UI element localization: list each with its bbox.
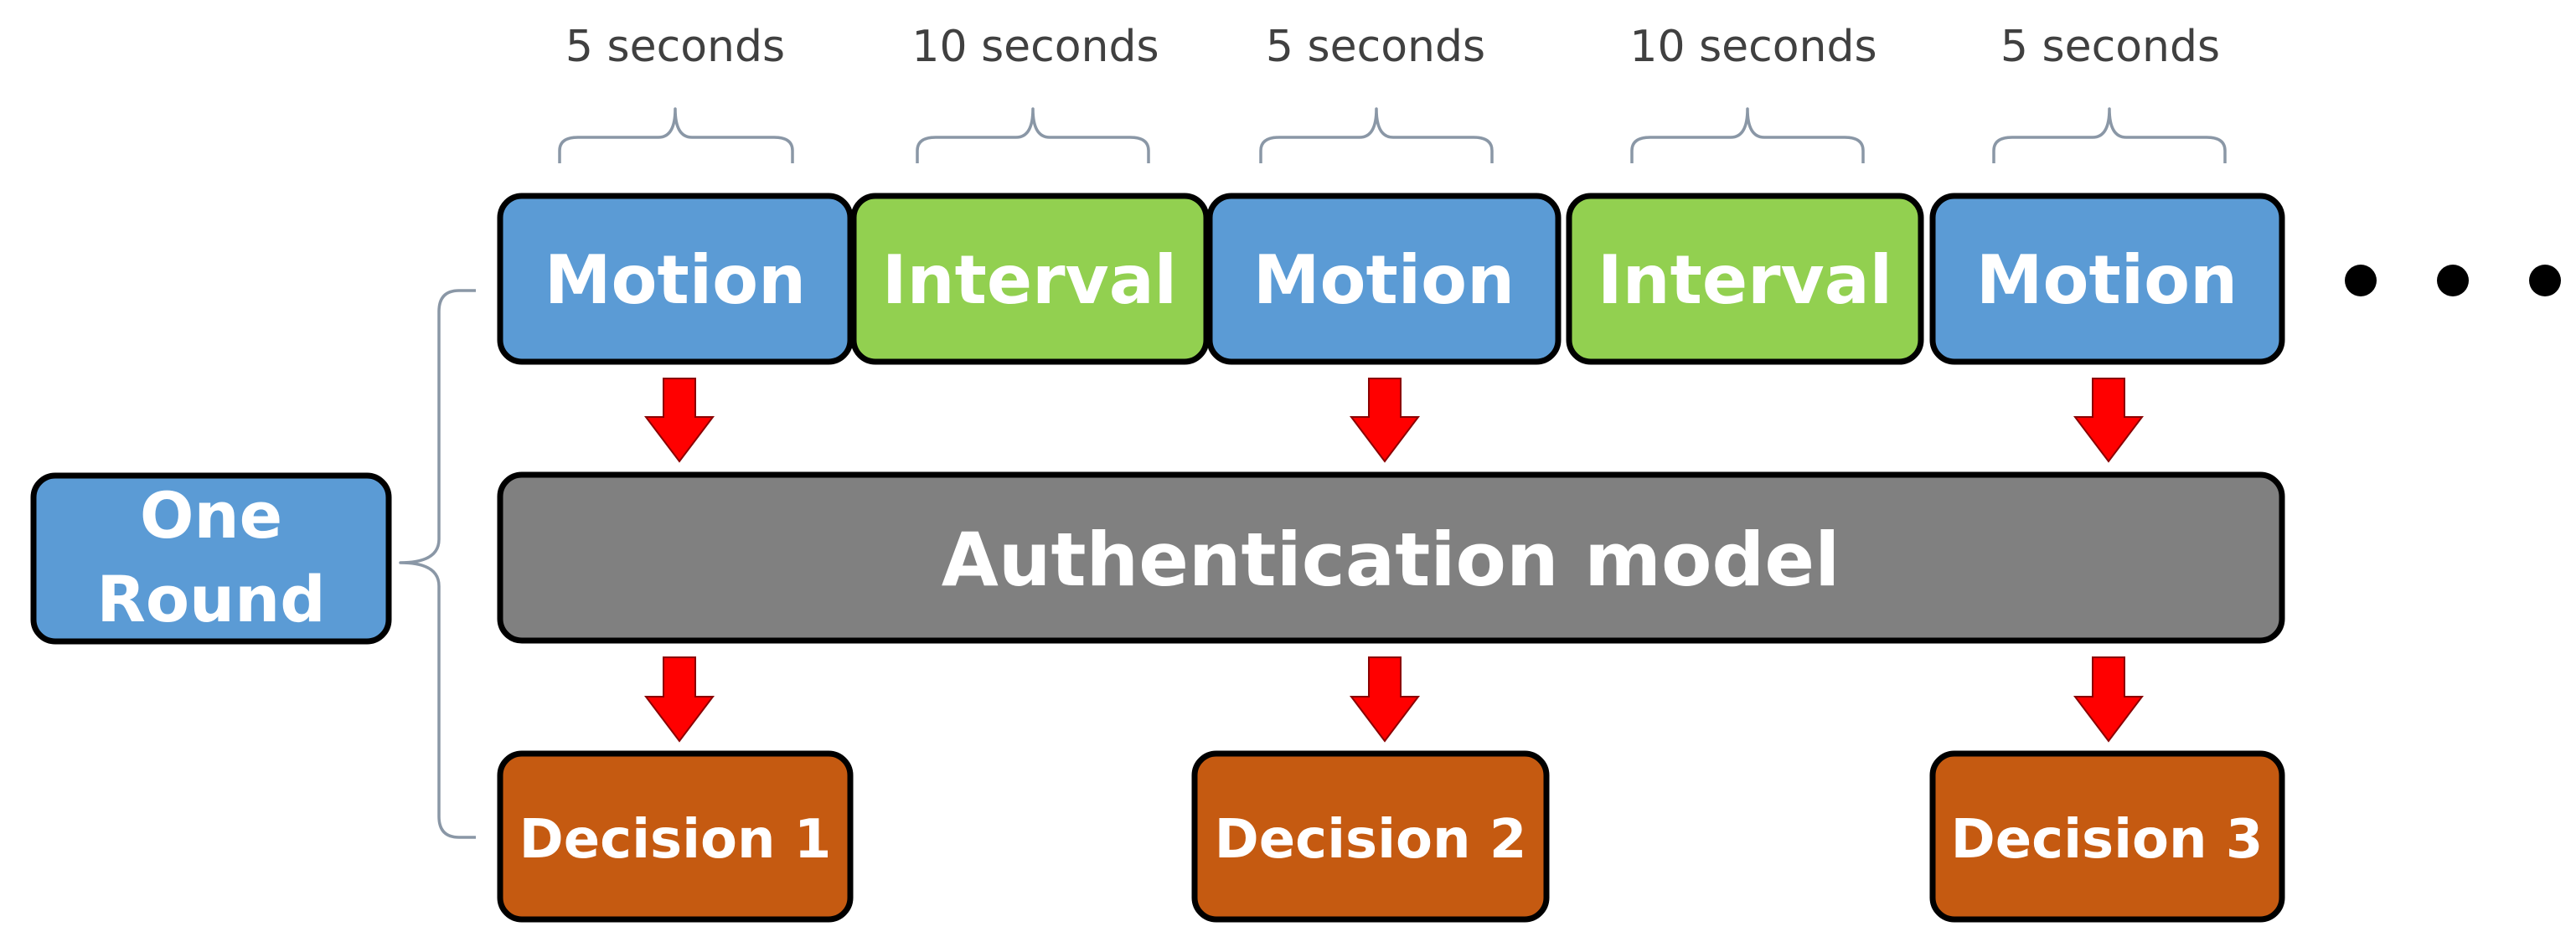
down-arrow-icon [643,378,715,463]
segment-label-interval-1: Interval [882,241,1177,319]
segment-box-motion-1 [497,193,854,365]
segment-box-motion-3 [1929,193,2285,365]
segment-box-motion-2 [1206,193,1562,365]
decision-box-2 [1191,750,1550,923]
duration-label-3: 5 seconds [1266,22,1485,72]
decision-label-3: Decision 3 [1951,809,2264,871]
authentication-model-label: Authentication model [942,517,1840,603]
decision-label-1: Decision 1 [519,809,832,871]
segment-label-interval-2: Interval [1598,241,1892,319]
duration-braces [558,107,2227,163]
down-arrow-icon [1349,378,1421,463]
segment-box-interval-2 [1566,193,1924,365]
down-arrow-icon [643,656,715,743]
segment-label-motion-2: Motion [1253,241,1515,319]
duration-brace-5 [1992,107,2227,163]
authentication-model-box [497,471,2285,644]
segment-label-motion-1: Motion [545,241,806,319]
down-arrows-to-model [643,378,2145,463]
one-round-box [30,472,392,645]
duration-label-1: 5 seconds [565,22,785,72]
down-arrow-icon [1349,656,1421,743]
decision-label-2: Decision 2 [1215,809,1527,871]
ellipsis-dots-icon [2345,265,2561,296]
down-arrows-to-decisions [643,656,2145,743]
decision-box-3 [1929,750,2285,923]
one-round-label-line2: Round [96,562,325,636]
segment-box-interval-1 [850,193,1210,365]
one-round-label-line1: One [140,478,282,553]
round-bracket [399,289,476,839]
down-arrow-icon [2073,656,2145,743]
duration-brace-3 [1259,107,1494,163]
duration-label-5: 5 seconds [2000,22,2220,72]
duration-label-2: 10 seconds [911,22,1159,72]
duration-brace-4 [1630,107,1865,163]
duration-brace-2 [916,107,1150,163]
segment-label-motion-3: Motion [1976,241,2238,319]
down-arrow-icon [2073,378,2145,463]
decision-box-1 [497,750,854,923]
duration-brace-1 [558,107,794,163]
duration-label-4: 10 seconds [1629,22,1877,72]
